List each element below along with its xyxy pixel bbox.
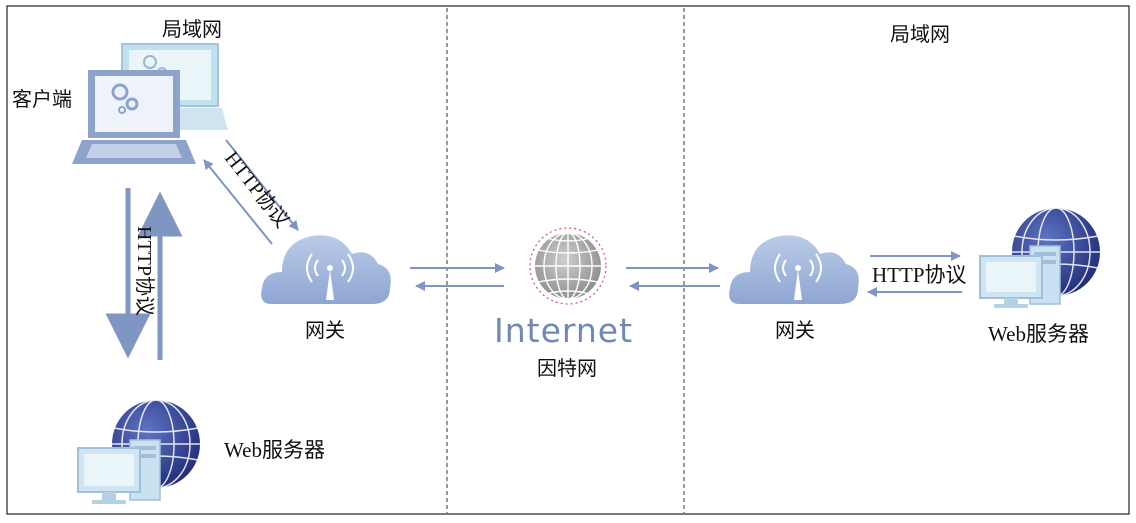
right-web-server-icon bbox=[979, 207, 1100, 308]
right-gateway-label: 网关 bbox=[775, 318, 815, 342]
left-gateway-cloud-icon bbox=[261, 235, 391, 304]
arrow-gateway-to-client bbox=[203, 159, 273, 245]
arrow-client-to-gateway bbox=[225, 139, 299, 231]
diagram-frame bbox=[6, 5, 1130, 515]
left-lan-label: 局域网 bbox=[162, 17, 222, 41]
gateway-server-protocol-label: HTTP协议 bbox=[872, 263, 967, 287]
left-web-server-label: Web服务器 bbox=[224, 438, 325, 462]
client-gateway-protocol-label: HTTP协议 bbox=[220, 147, 294, 232]
right-gateway-cloud-icon bbox=[729, 235, 859, 304]
right-web-server-label: Web服务器 bbox=[988, 322, 1089, 346]
left-gateway-label: 网关 bbox=[305, 318, 345, 342]
client-laptop-icon bbox=[72, 43, 228, 164]
internet-label: 因特网 bbox=[537, 356, 597, 380]
left-web-server-icon bbox=[77, 399, 200, 504]
internet-wordmark: Internet bbox=[494, 311, 634, 350]
right-lan-label: 局域网 bbox=[890, 22, 950, 46]
client-server-protocol-label: HTTP协议 bbox=[133, 226, 156, 316]
client-label: 客户端 bbox=[12, 87, 72, 111]
internet-globe-icon bbox=[529, 227, 607, 305]
